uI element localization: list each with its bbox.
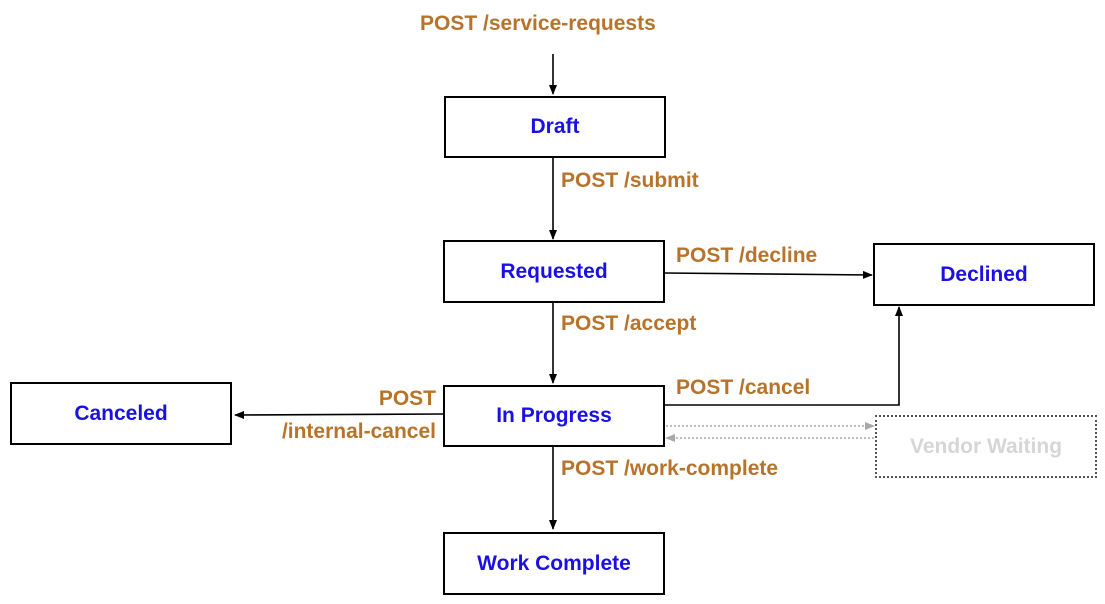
transition-internal-cancel-label-line2: /internal-cancel: [281, 420, 436, 443]
transition-cancel-label: POST /cancel: [676, 376, 811, 399]
transition-work-complete-label: POST /work-complete: [561, 457, 779, 480]
state-declined-label: Declined: [940, 262, 1028, 286]
transition-accept-label: POST /accept: [561, 312, 697, 335]
state-work-complete-label: Work Complete: [477, 551, 631, 575]
state-draft: Draft: [444, 96, 666, 158]
state-canceled-label: Canceled: [74, 401, 168, 425]
state-declined: Declined: [873, 243, 1095, 306]
transition-submit-label: POST /submit: [561, 169, 699, 192]
transition-create-label: POST /service-requests: [420, 12, 656, 35]
state-vendor-waiting: Vendor Waiting: [875, 415, 1097, 478]
transition-decline-label: POST /decline: [676, 244, 818, 267]
state-requested-label: Requested: [500, 259, 608, 283]
state-in-progress: In Progress: [443, 385, 665, 447]
state-requested: Requested: [443, 240, 665, 303]
transition-internal-cancel-label-line1: POST: [378, 387, 436, 410]
arrow-internal-cancel: [234, 410, 445, 419]
arrow-decline: [663, 270, 873, 279]
state-work-complete: Work Complete: [443, 532, 665, 595]
state-vendor-waiting-label: Vendor Waiting: [909, 434, 1063, 458]
state-draft-label: Draft: [530, 115, 580, 138]
state-canceled: Canceled: [10, 382, 232, 445]
arrow-cancel: [664, 306, 903, 406]
state-in-progress-label: In Progress: [496, 404, 612, 427]
